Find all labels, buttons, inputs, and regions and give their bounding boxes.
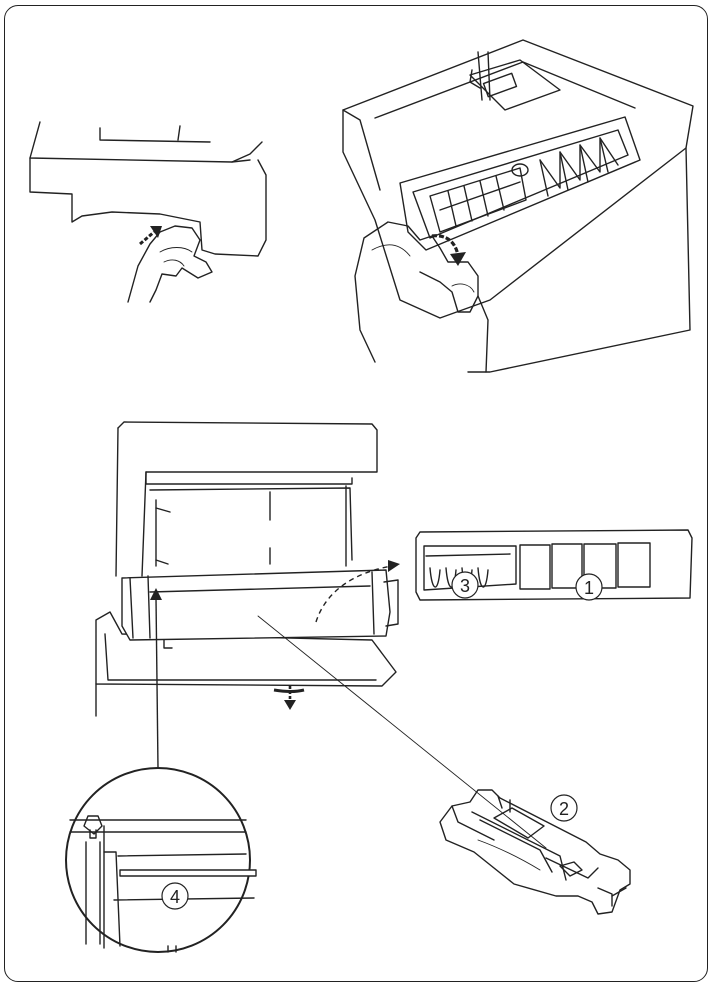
callout-1-label: 1 <box>584 578 594 598</box>
callout-4-label: 4 <box>170 887 180 907</box>
leader-line-foot <box>257 615 547 849</box>
push-arrow-icon <box>139 226 162 246</box>
pull-arrow-icon <box>431 234 466 266</box>
callout-3-label: 3 <box>460 576 470 596</box>
callout-4: 4 <box>161 882 189 910</box>
accessory-tray-insert <box>415 529 693 601</box>
callout-2: 2 <box>550 794 578 822</box>
swing-down-arrow-icon <box>273 686 305 710</box>
machine-bed-illustration <box>342 39 694 373</box>
callout-2-label: 2 <box>559 799 569 819</box>
machine-end-cover-illustration <box>29 121 267 303</box>
callout-3: 3 <box>451 571 479 599</box>
page-frame <box>4 5 708 982</box>
callout-1: 1 <box>575 573 603 601</box>
curved-arrow-icon <box>315 560 400 623</box>
magnified-detail-circle <box>65 767 257 953</box>
machine-arm-illustration <box>95 421 400 717</box>
detail-arrow-icon <box>150 588 162 769</box>
buttonhole-foot-illustration <box>439 789 631 915</box>
